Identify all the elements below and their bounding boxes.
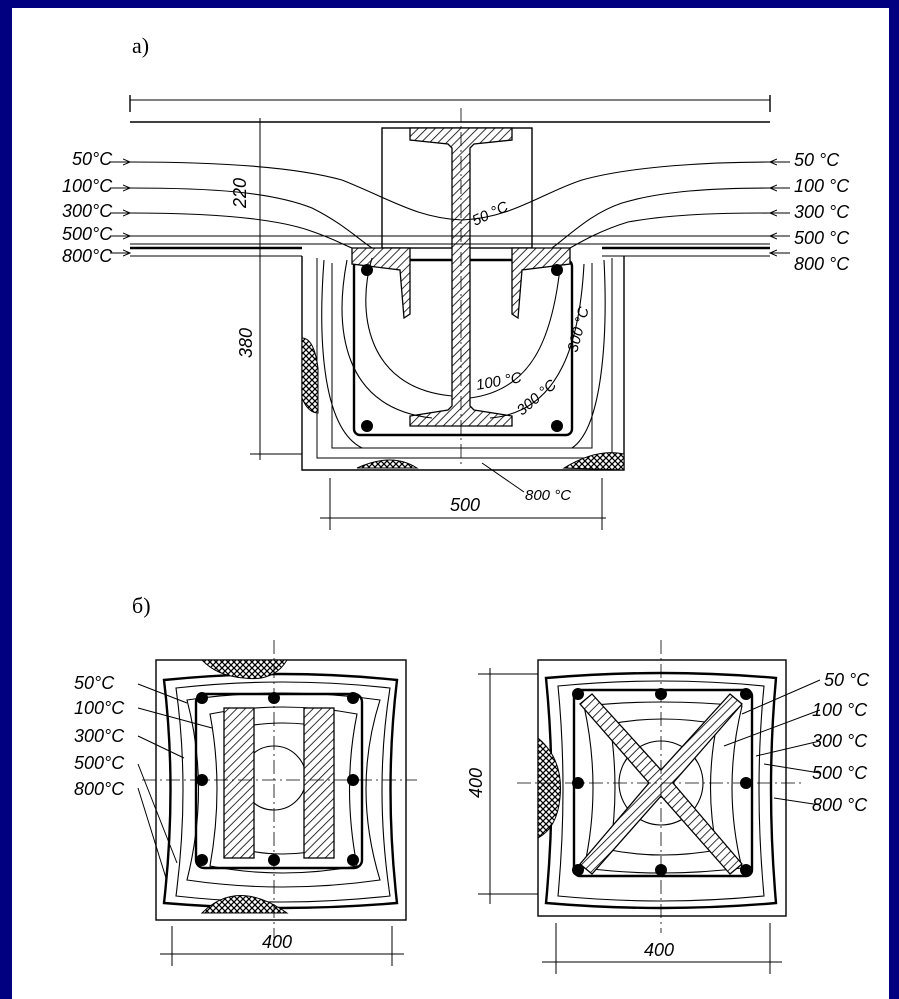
label-a-right-300: 300 °C	[794, 202, 850, 222]
dim-bl-400: 400	[262, 932, 292, 952]
label-a-left-100: 100°C	[62, 176, 113, 196]
dim-500: 500	[450, 495, 480, 515]
leader-bl-300	[137, 735, 185, 759]
burn-zone-bl-bottom	[200, 895, 289, 914]
leader-br-500	[763, 763, 821, 774]
rebar-bl-1	[196, 692, 208, 704]
label-br-800: 800 °C	[812, 795, 868, 815]
label-br-50: 50 °C	[824, 670, 870, 690]
isotherm-bl-300	[186, 692, 381, 888]
rebar-bottom-left	[361, 420, 373, 432]
steel-plate-left	[223, 707, 255, 859]
label-a-right-800: 800 °C	[794, 254, 850, 274]
isotherm-a-800-inner	[321, 259, 606, 449]
rebar-bl-8	[347, 854, 359, 866]
leader-a-800	[481, 462, 525, 493]
isotherm-bl-500	[175, 681, 391, 903]
rebar-bl-3	[347, 692, 359, 704]
isotherm-a-50	[129, 161, 771, 221]
dim-220: 220	[230, 178, 250, 209]
left-channel	[351, 247, 411, 320]
label-a-left-50: 50°C	[72, 149, 113, 169]
burn-zone-bottom-left	[356, 459, 419, 469]
leader-bl-50	[137, 683, 188, 704]
label-bl-500: 500°C	[74, 753, 125, 773]
label-bl-800: 800°C	[74, 779, 125, 799]
rebar-top-left	[361, 264, 373, 276]
section-label-b: б)	[132, 593, 151, 618]
part-b-left-column: 50°C 100°C 300°C 500°C 800°C 400	[74, 640, 417, 966]
label-bl-300: 300°C	[74, 726, 125, 746]
leader-br-50	[741, 679, 821, 715]
rebar-br-8	[740, 864, 752, 876]
label-a-right-50: 50 °C	[794, 150, 840, 170]
label-a-inner-50: 50 °C	[470, 198, 511, 229]
label-a-right-100: 100 °C	[794, 176, 850, 196]
right-channel	[511, 247, 571, 320]
dim-380: 380	[236, 328, 256, 358]
steel-plate-right	[303, 707, 335, 859]
rebar-br-1	[572, 688, 584, 700]
leader-bl-800	[137, 787, 167, 879]
burn-zone-bottom-right	[562, 452, 625, 471]
burn-zone-br-left	[537, 736, 562, 839]
rebar-top-right	[551, 264, 563, 276]
section-label-a: а)	[132, 33, 149, 58]
isotherm-a-300-inner	[341, 259, 585, 419]
leader-br-300	[755, 740, 821, 757]
label-br-100: 100 °C	[812, 700, 868, 720]
isotherm-a-100-inner	[365, 257, 561, 399]
isotherm-bl-800	[162, 672, 399, 910]
leader-bl-100	[137, 707, 213, 729]
label-br-300: 300 °C	[812, 731, 868, 751]
drawing-sheet: а)	[12, 8, 889, 999]
isotherm-br-500	[557, 680, 765, 902]
isotherm-a-300-upper	[129, 212, 771, 249]
rebar-bottom-right	[551, 420, 563, 432]
fire-isotherm-drawing: а)	[62, 33, 870, 974]
isotherm-br-800	[544, 671, 778, 910]
dim-br-400-horizontal: 400	[644, 940, 674, 960]
leader-bl-500	[137, 763, 178, 864]
rebar-br-3	[740, 688, 752, 700]
leader-br-800	[773, 797, 821, 806]
label-a-left-800: 800°C	[62, 246, 113, 266]
stirrup-left	[194, 692, 364, 870]
label-bl-100: 100°C	[74, 698, 125, 718]
rebar-bl-6	[196, 854, 208, 866]
rebar-br-6	[572, 864, 584, 876]
encasement-inner	[316, 258, 613, 459]
leader-br-100	[723, 709, 821, 747]
dim-br-400-vertical: 400	[466, 768, 486, 798]
label-a-inner-800: 800 °C	[525, 487, 571, 504]
label-a-inner-300-right: 300 °C	[564, 305, 592, 354]
label-a-right-500: 500 °C	[794, 228, 850, 248]
burn-zone-bl-top	[200, 659, 288, 680]
isotherm-a-100-upper	[129, 187, 771, 249]
part-b-right-column: 50 °C 100 °C 300 °C 500 °C 800 °C 400 40…	[466, 640, 870, 974]
label-bl-50: 50°C	[74, 673, 115, 693]
label-a-left-500: 500°C	[62, 224, 113, 244]
part-a-composite-beam: 50°C 100°C 300°C 500°C 800°C 50 °C 100 °…	[62, 95, 850, 530]
burn-zone-left-wall	[301, 337, 319, 414]
label-a-left-300: 300°C	[62, 201, 113, 221]
label-br-500: 500 °C	[812, 763, 868, 783]
